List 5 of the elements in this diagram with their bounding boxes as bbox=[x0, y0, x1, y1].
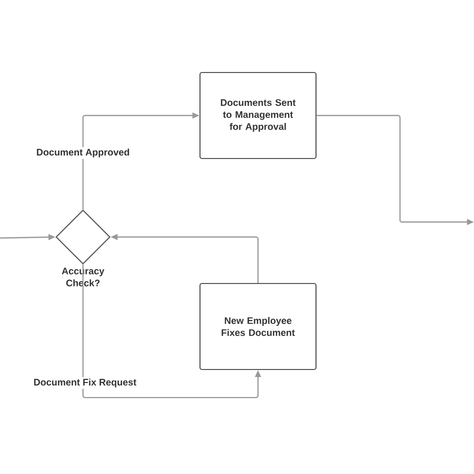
edge-label: Document Approved bbox=[34, 147, 132, 159]
process-box: New Employee Fixes Document bbox=[199, 282, 317, 370]
edge-label: Document Fix Request bbox=[32, 377, 138, 389]
node-label: Accuracy Check? bbox=[62, 268, 104, 286]
process-box: Documents Sent to Management for Approval bbox=[199, 72, 317, 160]
